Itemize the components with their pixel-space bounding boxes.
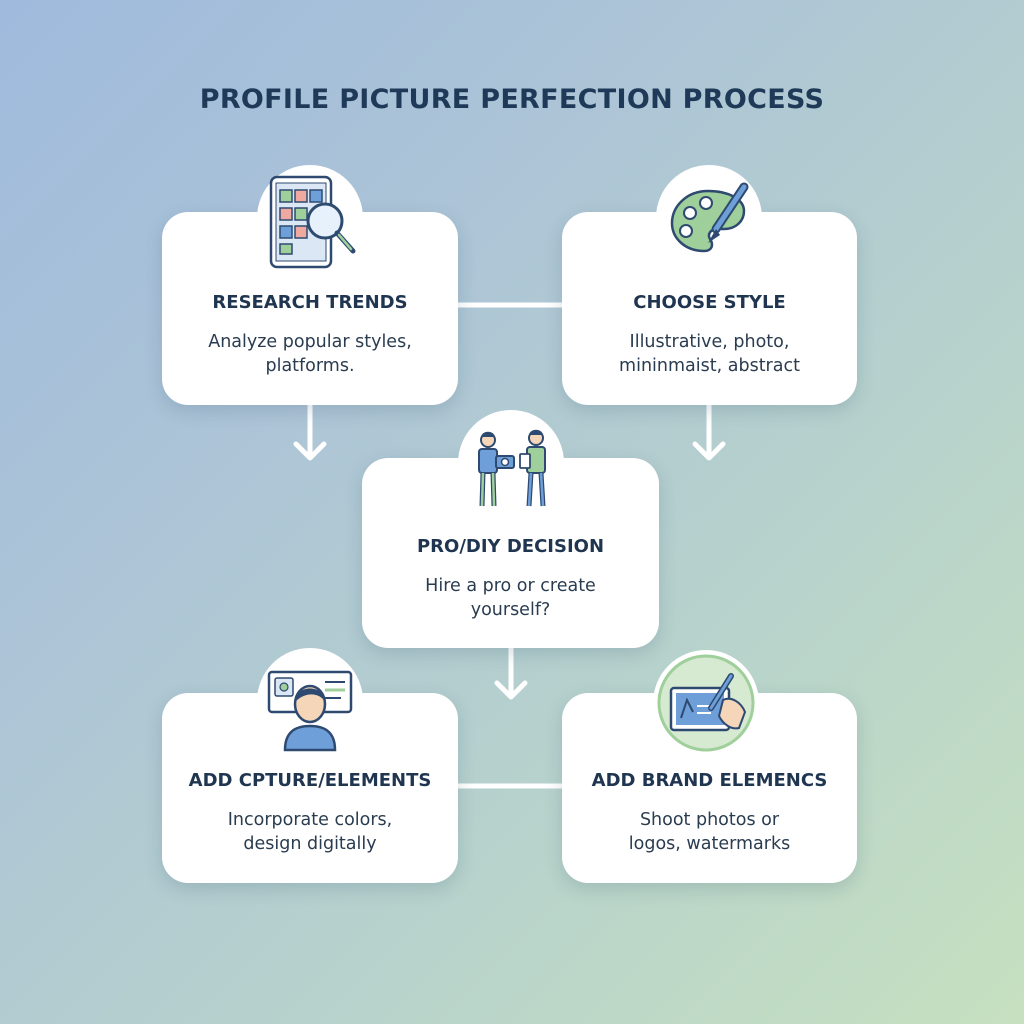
step-card-add-capture-elements: ADD CPTURE/ELEMENTS Incorporate colors, … (162, 693, 458, 883)
page-title: PROFILE PICTURE PERFECTION PROCESS (199, 84, 825, 115)
step-description: Shoot photos or logos, watermarks (628, 810, 791, 854)
step-badge-brand (653, 650, 759, 756)
step-badge-capture (257, 648, 363, 754)
step-badge-style (656, 165, 762, 271)
step-title: ADD BRAND ELEMENCS (591, 770, 828, 791)
step-card-pro-diy-decision: PRO/DIY DECISION Hire a pro or create yo… (362, 458, 659, 648)
step-badge-research (257, 165, 363, 271)
arrow-style-down (692, 402, 726, 461)
photographer-people-icon (478, 429, 546, 507)
step-badge-decision (458, 410, 564, 516)
arrow-decision-down (494, 645, 528, 700)
step-title: ADD CPTURE/ELEMENTS (188, 770, 432, 791)
tablet-magnifier-icon (269, 175, 356, 269)
step-title: PRO/DIY DECISION (416, 536, 605, 557)
profile-avatar-icon (267, 670, 353, 752)
step-title: RESEARCH TRENDS (212, 292, 408, 313)
step-title: CHOOSE STYLE (633, 292, 786, 313)
arrow-research-down (293, 402, 327, 461)
step-description: Incorporate colors, design digitally (227, 810, 393, 854)
palette-brush-icon (670, 182, 749, 253)
tablet-stylus-icon (657, 654, 755, 752)
step-description: Hire a pro or create yourself? (425, 576, 596, 620)
step-description: Illustrative, photo, mininmaist, abstrac… (619, 332, 800, 376)
step-description: Analyze popular styles, platforms. (208, 332, 412, 376)
